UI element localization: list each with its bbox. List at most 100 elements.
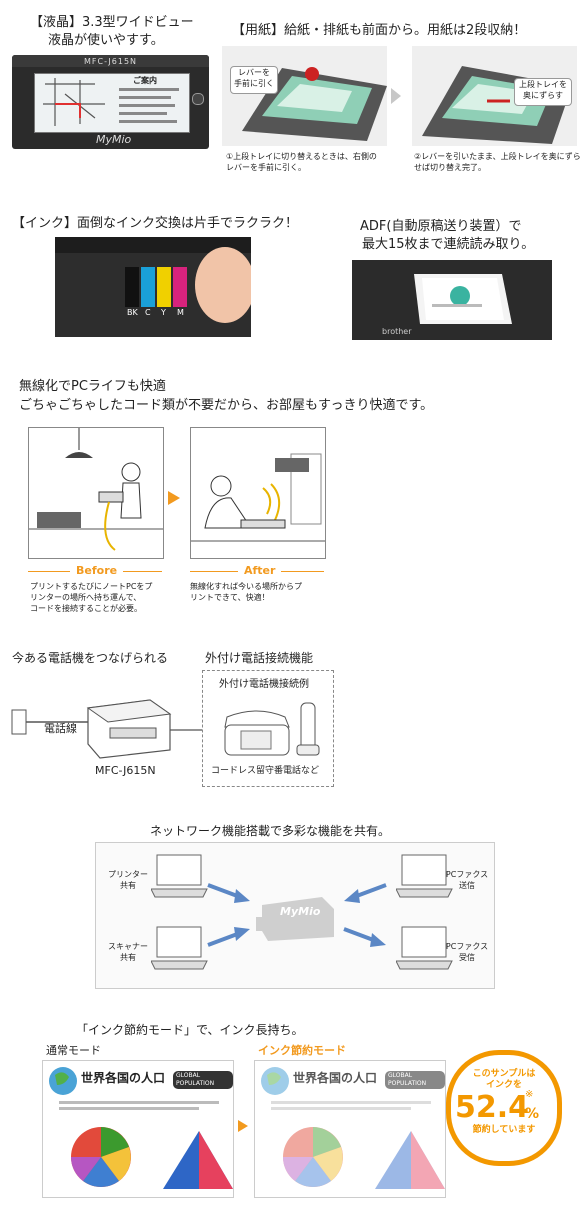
sample-normal: 世界各国の人口 GLOBAL POPULATION — [42, 1060, 234, 1198]
adf-caption-line2: 最大15枚まで連続読み取り。 — [362, 237, 535, 252]
lcd-screen: ご案内 — [34, 73, 190, 133]
printer-icon — [256, 897, 334, 941]
before-text-line3: コードを接続することが必要。 — [30, 604, 142, 613]
pcfax-recv-line1: PCファクス — [445, 942, 489, 951]
pcfax-send-label: PCファクス 送信 — [442, 869, 492, 891]
lcd-screen-title: ご案内 — [133, 76, 157, 85]
scanner-share-line1: スキャナー — [108, 942, 148, 951]
cordless-label: コードレス留守番電話など — [211, 766, 320, 776]
saving-mode-label: インク節約モード — [258, 1044, 346, 1057]
printer-share-line1: プリンター — [108, 870, 148, 879]
before-illustration — [29, 428, 163, 551]
arrow-right-icon — [207, 883, 250, 903]
savings-badge-line3: 節約しています — [472, 1125, 536, 1135]
paper-callout-2-line2: 奥にずらす — [523, 91, 563, 100]
compare-arrow-icon — [238, 1120, 248, 1132]
paper-step2-line2: せば切り替え完了。 — [414, 163, 486, 172]
printer-share-line2: 共有 — [120, 881, 136, 890]
phone-heading-left: 今ある電話機をつなげられる — [12, 651, 169, 665]
paper-callout-1: レバーを 手前に引く — [230, 66, 278, 94]
lcd-caption-line2: 液晶が使いやすす。 — [48, 33, 164, 48]
saving-sample-badge: GLOBAL POPULATION — [385, 1071, 445, 1089]
network-heading: ネットワーク機能搭載で多彩な機能を共有。 — [150, 824, 391, 838]
tray-illustration-1 — [222, 46, 387, 146]
external-phone-box: 外付け電話機接続例 コードレス留守番電話など — [202, 670, 334, 787]
wireless-heading-line1: 無線化でPCライフも快適 — [19, 379, 166, 394]
normal-sample-title: 世界各国の人口 — [81, 1071, 166, 1085]
laptop-icon — [151, 926, 208, 970]
pcfax-send-line1: PCファクス — [445, 870, 489, 879]
savings-badge-mark: ※ — [525, 1089, 534, 1100]
paper-step1-line2: レバーを手前に引く。 — [226, 163, 306, 172]
normal-sample-graphic — [49, 1067, 233, 1189]
after-text-line2: リントできて、快適！ — [190, 593, 270, 602]
pcfax-send-line2: 送信 — [459, 881, 475, 890]
arrow-right-icon — [343, 927, 386, 947]
printer-share-label: プリンター 共有 — [106, 869, 150, 891]
phone-line-label: 電話線 — [44, 722, 77, 735]
paper-callout-2: 上段トレイを 奥にずらす — [514, 78, 572, 106]
after-text-line1: 無線化すれば今いる場所からプ — [190, 582, 302, 591]
before-scene — [28, 427, 164, 559]
wireless-heading-line2: ごちゃごちゃしたコード類が不要だから、お部屋もすっきり快適です。 — [19, 398, 434, 413]
paper-callout-2-line1: 上段トレイを — [519, 80, 567, 89]
savings-badge-unit: % — [525, 1106, 540, 1122]
phone-model-label: MFC-J615N — [95, 764, 156, 777]
after-text: 無線化すれば今いる場所からプ リントできて、快適！ — [190, 581, 330, 603]
lcd-photo: MFC-J615N ご案内 MyMio — [12, 55, 209, 149]
next-step-arrow-icon — [391, 88, 401, 104]
normal-mode-label: 通常モード — [46, 1044, 101, 1057]
adf-caption-line1: ADF(自動原稿送り装置）で — [360, 219, 522, 234]
savings-badge-value: 52.4 — [455, 1090, 530, 1125]
phone-printer-diagram — [11, 699, 202, 759]
pcfax-recv-label: PCファクス 受信 — [442, 941, 492, 963]
inksave-heading: 「インク節約モード」で、インク長持ち。 — [76, 1023, 304, 1037]
paper-step1: ①上段トレイに切り替えるときは、右側の レバーを手前に引く。 — [226, 151, 391, 173]
paper-callout-1-line1: レバーを — [238, 68, 270, 77]
savings-badge-line1: このサンプルは — [472, 1069, 536, 1079]
paper-step2: ②レバーを引いたまま、上段トレイを奥にずら せば切り替え完了。 — [414, 151, 584, 173]
adf-brand: brother — [382, 327, 412, 336]
adf-illustration — [352, 260, 552, 340]
telephone-icon — [224, 702, 320, 756]
ink-label-bk: BK — [127, 308, 138, 317]
ink-label-c: C — [145, 308, 151, 317]
ink-photo: BK C Y M — [55, 237, 251, 337]
after-scene — [190, 427, 326, 559]
laptop-icon — [396, 926, 453, 970]
ink-cartridge-illustration — [55, 237, 251, 337]
lcd-button-icon — [192, 93, 204, 105]
laptop-icon — [396, 854, 453, 898]
saving-sample-graphic — [261, 1067, 445, 1189]
lcd-caption-line1: 【液晶】3.3型ワイドビュー — [30, 15, 194, 30]
paper-callout-1-line2: 手前に引く — [234, 79, 274, 88]
after-label: After — [238, 564, 282, 578]
ink-label-y: Y — [161, 308, 166, 317]
network-logo: MyMio — [280, 905, 321, 918]
network-diagram: プリンター 共有 スキャナー 共有 PCファクス 送信 PCファクス 受信 My… — [95, 842, 495, 989]
paper-photo-1: レバーを 手前に引く — [222, 46, 387, 146]
sample-saving: 世界各国の人口 GLOBAL POPULATION — [254, 1060, 446, 1198]
laptop-icon — [151, 854, 208, 898]
phone-heading-right: 外付け電話接続機能 — [205, 651, 314, 665]
paper-photo-2: 上段トレイを 奥にずらす — [412, 46, 577, 146]
lcd-logo: MyMio — [96, 133, 132, 146]
savings-badge-line2: インクを — [485, 1080, 522, 1090]
paper-step1-line1: ①上段トレイに切り替えるときは、右側の — [226, 152, 377, 161]
pcfax-recv-line2: 受信 — [459, 953, 475, 962]
arrow-left-icon — [344, 883, 387, 903]
after-illustration — [191, 453, 325, 542]
paper-step2-line1: ②レバーを引いたまま、上段トレイを奥にずら — [414, 152, 581, 161]
normal-sample-badge: GLOBAL POPULATION — [173, 1071, 233, 1089]
before-after-arrow-icon — [168, 491, 180, 505]
arrow-right-icon — [207, 927, 250, 947]
lcd-model-label: MFC-J615N — [84, 57, 138, 66]
before-text-line2: リンターの場所へ持ち運んで、 — [30, 593, 142, 602]
savings-badge: このサンプルは インクを 52.4 % ※ 節約しています — [446, 1050, 562, 1166]
external-phone-example-title: 外付け電話機接続例 — [219, 679, 309, 690]
adf-photo: brother — [352, 260, 552, 340]
lcd-map-graphic — [35, 74, 189, 132]
ink-caption: 【インク】面倒なインク交換は片手でラクラク！ — [12, 216, 299, 231]
before-label: Before — [70, 564, 124, 578]
before-text: プリントするたびにノートPCをプ リンターの場所へ持ち運んで、 コードを接続する… — [30, 581, 170, 614]
